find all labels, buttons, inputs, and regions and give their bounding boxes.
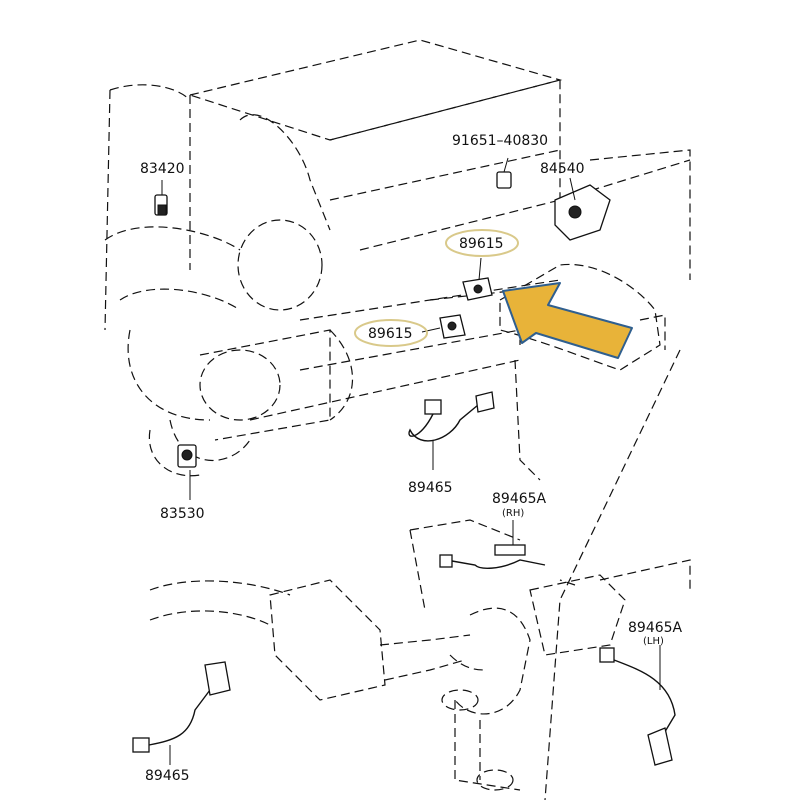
exhaust-system-outline: [149, 349, 691, 800]
throttle-position-sensor-icon: [554, 177, 611, 241]
part-side-rh: (RH): [502, 508, 524, 519]
oxygen-sensor-lh-icon: [599, 645, 676, 766]
temperature-sender-icon: [177, 444, 197, 500]
part-number-84540: 84540: [540, 161, 585, 177]
knock-sensor-lower-icon: [421, 314, 466, 339]
part-number-89465a-lh: 89465A: [628, 620, 683, 636]
knock-sensor-upper-icon: [462, 257, 493, 301]
oil-pressure-switch-icon: [154, 180, 168, 216]
part-number-91651-40830: 91651–40830: [452, 133, 548, 149]
bolt-icon: [496, 157, 512, 189]
highlight-arrow: [502, 282, 633, 359]
part-number-89465-center: 89465: [408, 480, 453, 496]
part-number-89615-lower: 89615: [368, 326, 413, 342]
oxygen-sensor-rh-icon: [439, 520, 546, 569]
part-side-lh: (LH): [643, 636, 664, 647]
part-number-89465a-rh: 89465A: [492, 491, 547, 507]
highlight-ellipse-lower: [354, 319, 428, 347]
part-number-89465-bottom: 89465: [145, 768, 190, 784]
part-number-89615-upper: 89615: [459, 236, 504, 252]
oxygen-sensor-bottom-icon: [132, 661, 231, 765]
part-number-83420: 83420: [140, 161, 185, 177]
highlight-ellipse-upper: [445, 229, 519, 257]
part-number-83530: 83530: [160, 506, 205, 522]
oxygen-sensor-center-icon: [408, 391, 495, 470]
engine-outline: [104, 39, 691, 477]
